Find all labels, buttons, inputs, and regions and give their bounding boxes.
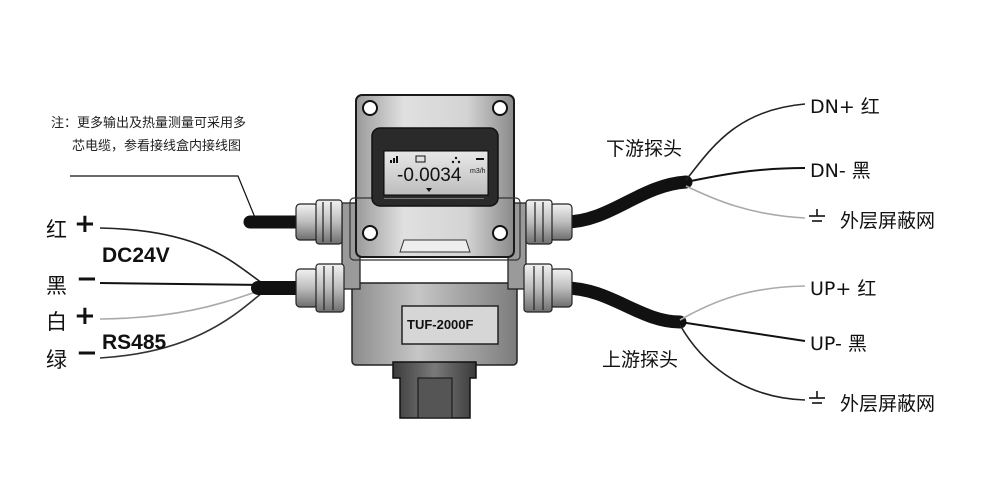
up-plus-label: UP+ 红 <box>810 278 877 300</box>
wire-dn-plus <box>685 103 806 181</box>
cable-gland <box>523 263 573 313</box>
dn-shield-label: 外层屏蔽网 <box>840 210 936 232</box>
terminal-white-sign: + <box>74 301 96 331</box>
downstream-cable <box>558 175 693 229</box>
comm-label: RS485 <box>102 331 167 354</box>
cable-gland <box>295 199 343 245</box>
screw-hole <box>362 100 378 116</box>
power-label: DC24V <box>102 244 170 267</box>
screw-hole <box>362 225 378 241</box>
lcd-screen <box>383 150 489 196</box>
fan-icon <box>451 156 461 164</box>
model-plate <box>401 305 499 345</box>
lcd-value: -0.0034 <box>397 165 462 186</box>
wire-up-plus <box>679 285 806 321</box>
note-line-2: 芯电缆，参看接线盒内接线图 <box>72 139 242 154</box>
wire-dn-minus <box>685 167 806 183</box>
upstream-probe-title: 上游探头 <box>602 349 679 371</box>
downstream-probe-title: 下游探头 <box>606 138 683 160</box>
terminal-green-label: 绿 <box>46 348 67 372</box>
cable-gland <box>295 263 345 313</box>
upstream-cable <box>558 281 687 329</box>
battery-icon <box>415 155 426 163</box>
wire-black <box>99 282 263 286</box>
wire-white <box>99 289 263 320</box>
wire-red <box>99 227 263 284</box>
model-label: TUF-2000F <box>407 317 474 332</box>
note-line-1: 注：更多输出及热量测量可采用多 <box>51 116 247 131</box>
lcd-unit: m3/h <box>470 168 486 175</box>
note-leader-line <box>70 175 259 226</box>
up-minus-label: UP- 黑 <box>810 333 867 355</box>
up-shield-label: 外层屏蔽网 <box>840 393 936 415</box>
ground-icon <box>809 209 825 222</box>
screw-hole <box>492 100 508 116</box>
wire-dn-shield <box>685 185 806 219</box>
cable-gland <box>525 199 573 245</box>
terminal-red-sign: + <box>74 209 96 239</box>
dn-plus-label: DN+ 红 <box>810 96 880 118</box>
screw-hole <box>492 225 508 241</box>
terminal-green-sign: − <box>76 338 98 368</box>
wire-up-shield <box>679 324 806 401</box>
terminal-black-sign: − <box>76 264 98 294</box>
ground-icon <box>809 391 825 404</box>
terminal-black-label: 黑 <box>46 274 67 298</box>
terminal-red-label: 红 <box>46 218 67 242</box>
down-arrow-icon <box>426 188 432 192</box>
wire-up-minus <box>679 321 806 342</box>
wire-green <box>99 292 263 359</box>
dn-minus-label: DN- 黑 <box>810 160 871 182</box>
terminal-white-label: 白 <box>46 310 67 334</box>
signal-bars-icon <box>390 156 398 163</box>
